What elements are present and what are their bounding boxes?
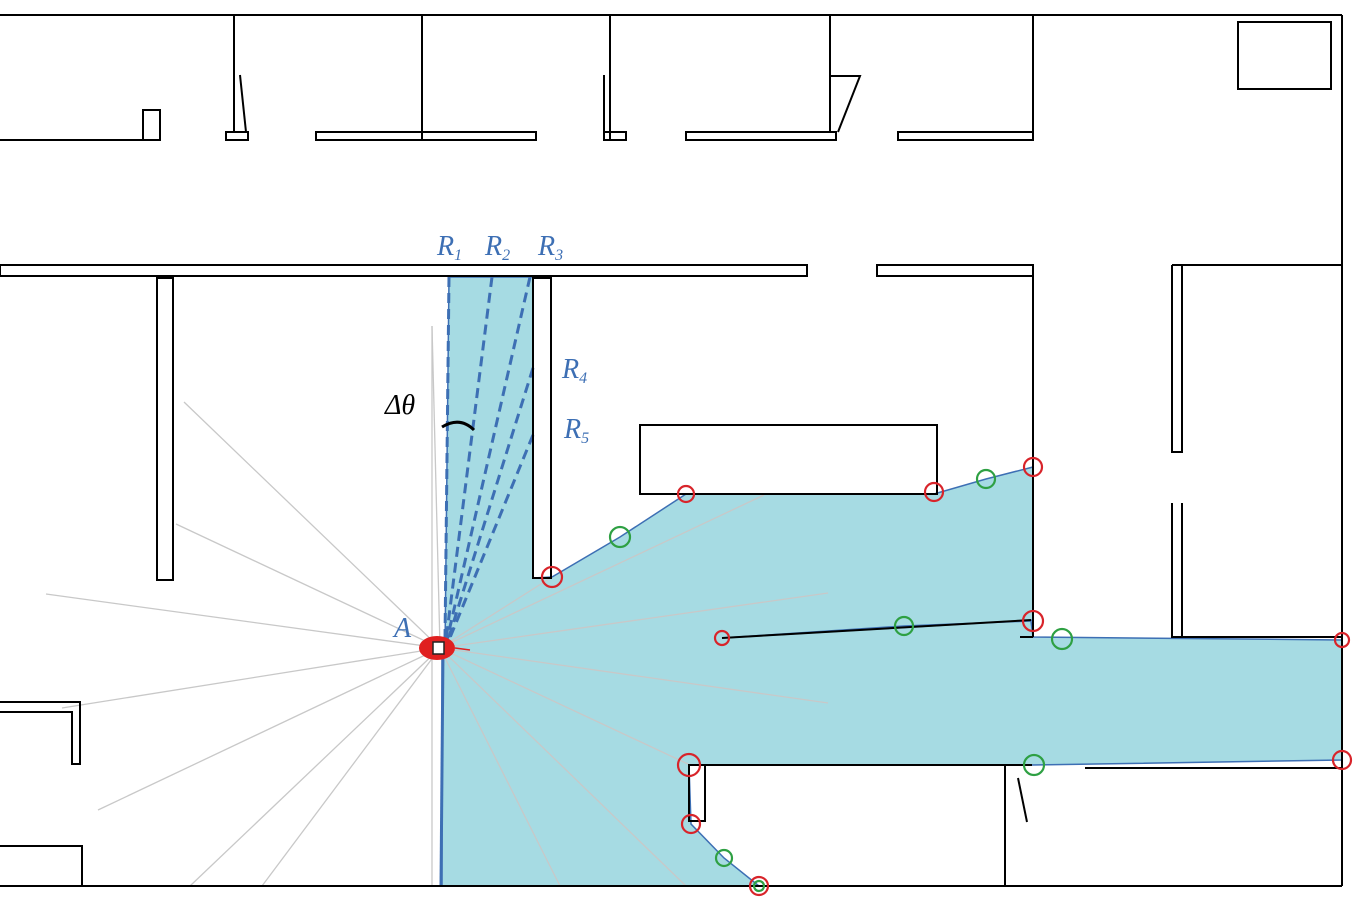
green-markers <box>608 468 1074 893</box>
ray-label-r2: R2 <box>484 231 510 264</box>
green-marker <box>893 615 915 637</box>
ray-label-r5: R5 <box>563 414 589 447</box>
walls <box>0 14 1343 887</box>
robot-label: A <box>392 613 412 644</box>
red-marker <box>680 813 702 835</box>
solid-ray <box>439 649 445 887</box>
red-marker <box>676 484 696 504</box>
green-marker <box>608 525 632 549</box>
dashed-rays <box>443 276 535 641</box>
red-marker <box>748 875 770 897</box>
delta-theta-label: Δθ <box>384 390 415 421</box>
red-marker <box>676 752 702 778</box>
green-marker <box>714 848 734 868</box>
angle-arc <box>441 420 476 432</box>
red-marker <box>540 565 564 589</box>
red-marker <box>1022 456 1044 478</box>
green-marker <box>1022 753 1046 777</box>
green-marker <box>1050 627 1074 651</box>
ray-label-r3: R3 <box>537 231 563 264</box>
red-marker <box>923 481 945 503</box>
faint-rays <box>45 325 829 887</box>
green-marker <box>752 879 766 893</box>
ray-label-r4: R4 <box>561 354 587 387</box>
red-marker <box>1021 609 1045 633</box>
ray-label-r1: R1 <box>436 231 462 264</box>
red-marker <box>1331 749 1353 771</box>
green-marker <box>975 468 997 490</box>
red-marker <box>1333 631 1351 649</box>
red-marker <box>713 629 731 647</box>
robot-icon <box>419 636 471 660</box>
red-markers <box>540 456 1353 897</box>
